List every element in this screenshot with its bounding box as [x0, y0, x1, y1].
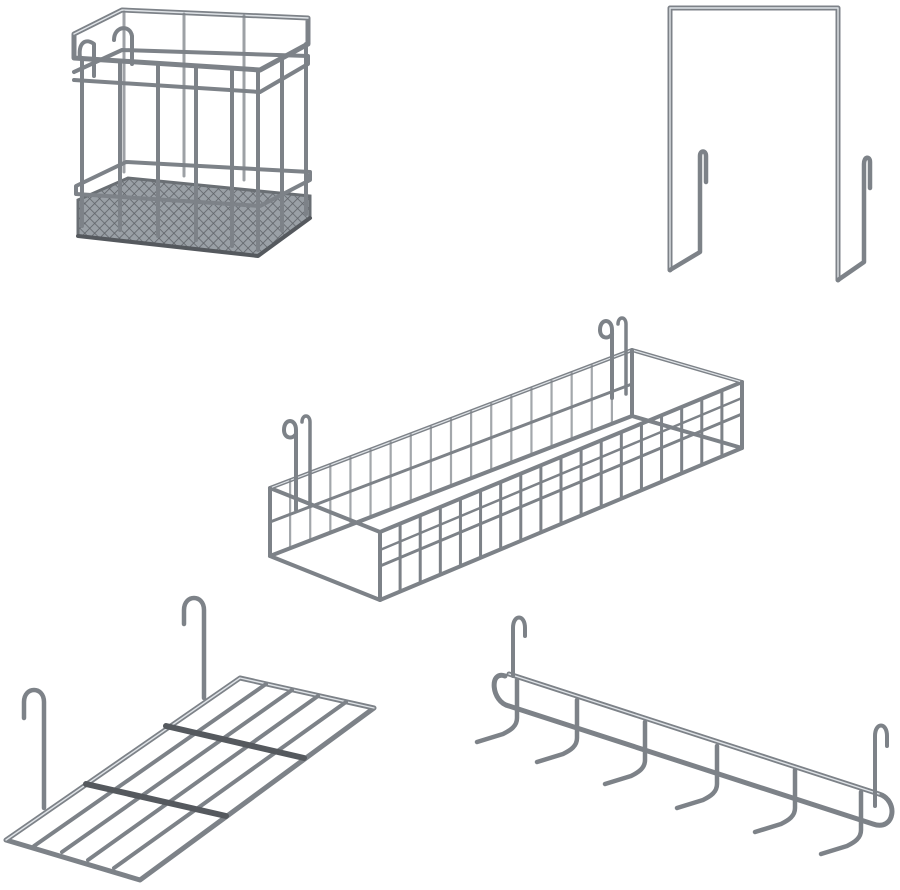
u-hanger	[667, 5, 873, 283]
flat-shelf	[3, 595, 377, 883]
hook-rail	[474, 615, 895, 857]
long-basket	[268, 316, 744, 602]
utensil-holder	[71, 7, 312, 258]
